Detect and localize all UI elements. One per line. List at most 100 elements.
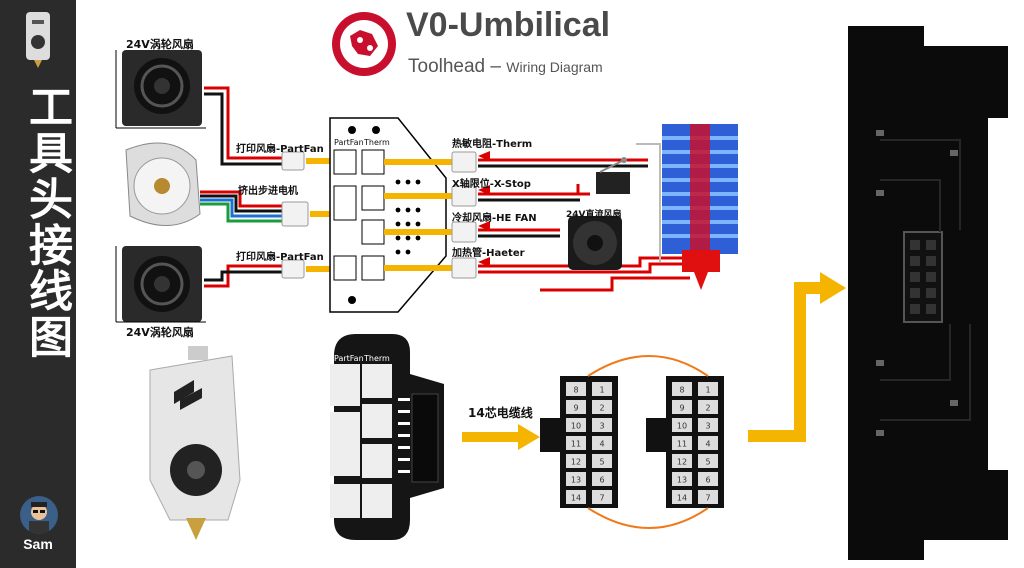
pin-cell (566, 418, 586, 432)
wires-partfan-top (204, 86, 282, 166)
toolhead-pcb-photo (330, 334, 444, 540)
main-title: V0-Umbilical (406, 6, 611, 44)
pin-cell (698, 418, 718, 432)
pin-cell (698, 382, 718, 396)
limit-switch (596, 157, 630, 194)
pin-number: 1 (599, 386, 604, 395)
pin-cell (672, 436, 692, 450)
wires-partfan-bottom (204, 264, 282, 288)
pin-cell (672, 382, 692, 396)
pin-number: 5 (705, 458, 710, 467)
pin-number: 10 (677, 422, 687, 431)
pin-cell (566, 400, 586, 414)
pin-number: 5 (599, 458, 604, 467)
hefan-label: 冷却风扇-HE FAN (452, 213, 537, 224)
pin-number: 7 (705, 494, 710, 503)
pin-cell (566, 436, 586, 450)
turbo-fan-top (122, 50, 202, 126)
partfan-top-label: 打印风扇-PartFan (236, 144, 324, 155)
pin-cell (566, 490, 586, 504)
pin-number: 10 (571, 422, 581, 431)
pin-cell (592, 490, 612, 504)
pin-cell (592, 472, 612, 486)
fan-top-label: 24V涡轮风扇 (126, 38, 194, 51)
pin-cell (698, 436, 718, 450)
pin-cell (566, 472, 586, 486)
main-yellow-arrow (748, 272, 846, 442)
pin-number: 6 (599, 476, 604, 485)
pin-number: 9 (679, 404, 684, 413)
xstop-label: X轴限位-X-Stop (452, 179, 531, 190)
pin-number: 11 (571, 440, 581, 449)
pin-cell (672, 454, 692, 468)
hotend-heatsink (662, 124, 738, 290)
board-partfan-label: PartFan (334, 138, 364, 147)
cable-arrow (462, 424, 540, 450)
pin-number: 1 (705, 386, 710, 395)
pin-cell (672, 490, 692, 504)
pin-number: 2 (599, 404, 604, 413)
pin-number: 14 (571, 494, 581, 503)
pin-number: 6 (705, 476, 710, 485)
pin-cell (592, 418, 612, 432)
brand-logo (332, 12, 396, 76)
board-therm-label: Therm (364, 138, 390, 147)
toolhead-pcb-outline (329, 117, 447, 313)
pin-number: 12 (677, 458, 687, 467)
yellow-connector-arrows-left (306, 158, 330, 272)
pin-number: 3 (705, 422, 710, 431)
pcb-photo-partfan-label: PartFan (334, 354, 364, 363)
yellow-connector-arrows-right (384, 159, 452, 271)
pin-cell (698, 454, 718, 468)
pcb-photo-therm-label: Therm (364, 354, 390, 363)
pin-number: 8 (573, 386, 578, 395)
pin-cell (566, 454, 586, 468)
pin-number: 4 (599, 440, 604, 449)
toolhead-render (149, 346, 241, 540)
pin-cell (698, 400, 718, 414)
pin-cell (672, 400, 692, 414)
extruder-motor (125, 142, 201, 226)
pin-cell (672, 472, 692, 486)
pin-number: 13 (677, 476, 687, 485)
therm-label: 热敏电阻-Therm (452, 139, 533, 150)
orange-loop (587, 355, 709, 529)
jst-connectors-left (281, 151, 309, 279)
pin-cell (592, 436, 612, 450)
extruder-label: 挤出步进电机 (238, 186, 298, 197)
pin-cell (566, 382, 586, 396)
pin-number: 8 (679, 386, 684, 395)
pin-number: 13 (571, 476, 581, 485)
pin-cell (698, 490, 718, 504)
author-avatar (20, 496, 58, 534)
pin-cell (672, 418, 692, 432)
fan-bottom-label: 24V涡轮风扇 (126, 326, 194, 339)
heater-label: 加热管-Haeter (452, 248, 525, 259)
pin-number: 4 (705, 440, 710, 449)
sub-title: Toolhead – Wiring Diagram (408, 56, 603, 77)
pin-number: 2 (705, 404, 710, 413)
cooling-fan-label: 24V直流风扇 (566, 210, 622, 220)
author-name: Sam (23, 536, 53, 552)
wires-extruder (200, 190, 282, 223)
pin-number: 7 (599, 494, 604, 503)
cable-label: 14芯电缆线 (468, 406, 533, 420)
arrowheads-red (478, 151, 490, 267)
pin-number: 3 (599, 422, 604, 431)
pin-number: 11 (677, 440, 687, 449)
vertical-title: 工具头接线图 (21, 84, 72, 360)
pin-cell (592, 382, 612, 396)
partfan-bottom-label: 打印风扇-PartFan (236, 252, 324, 263)
pin-number: 14 (677, 494, 687, 503)
red-wires-right (478, 158, 690, 274)
cooling-fan (568, 216, 622, 270)
pin-number: 12 (571, 458, 581, 467)
turbo-fan-bottom (122, 246, 202, 322)
umbilical-pcb (848, 26, 1008, 560)
pin-cell (592, 454, 612, 468)
toolhead-mini-icon (26, 12, 50, 68)
jst-connectors-right (451, 151, 477, 279)
pin-cell (592, 400, 612, 414)
